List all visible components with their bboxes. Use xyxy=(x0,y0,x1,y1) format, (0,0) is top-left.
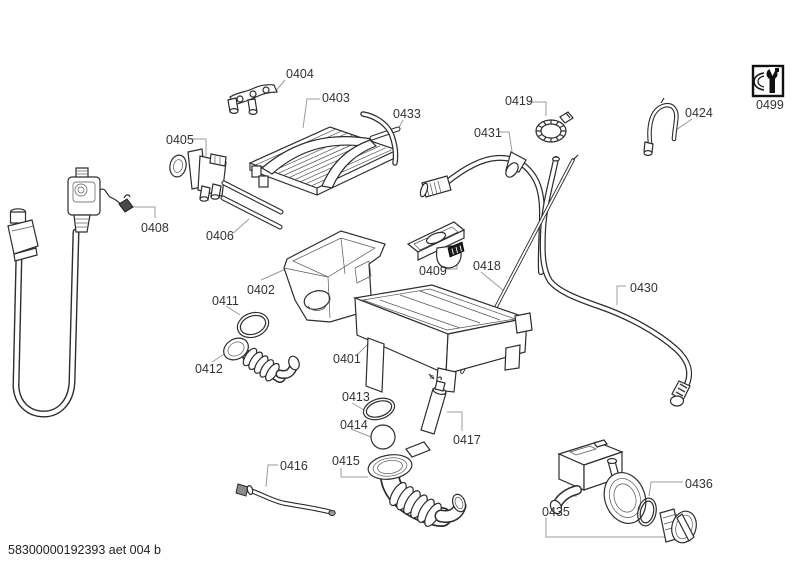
part-0404-drawing xyxy=(227,84,278,115)
part-0419-drawing xyxy=(535,111,574,143)
part-label-0435: 0435 xyxy=(542,505,570,519)
part-0416-drawing xyxy=(235,483,336,517)
service-icon-box xyxy=(751,64,785,98)
leader-0416 xyxy=(265,464,278,488)
part-label-0415: 0415 xyxy=(332,454,360,468)
leader-0431 xyxy=(498,131,514,159)
part-0413-drawing xyxy=(362,397,396,421)
leader-0406 xyxy=(230,218,250,236)
part-label-0499: 0499 xyxy=(756,98,784,112)
part-label-0430: 0430 xyxy=(630,281,658,295)
part-label-0433: 0433 xyxy=(393,107,421,121)
part-label-0408: 0408 xyxy=(141,221,169,235)
leader-0405 xyxy=(190,138,207,156)
part-label-0404: 0404 xyxy=(286,67,314,81)
leader-0418 xyxy=(480,271,505,292)
leader-0411 xyxy=(225,305,241,316)
part-0403-drawing xyxy=(248,126,401,196)
part-0411-drawing xyxy=(236,311,270,339)
leader-0424 xyxy=(675,118,693,131)
leader-0414 xyxy=(350,428,372,438)
part-label-0413: 0413 xyxy=(342,390,370,404)
leader-0408 xyxy=(132,206,156,218)
part-0406-drawing xyxy=(220,180,284,230)
part-0430-drawing xyxy=(539,156,693,407)
leader-0436 xyxy=(648,481,683,497)
part-label-0417: 0417 xyxy=(453,433,481,447)
leader-0415 xyxy=(340,468,368,478)
part-0433-drawing xyxy=(360,111,399,166)
part-label-0406: 0406 xyxy=(206,229,234,243)
leader-0417 xyxy=(447,411,463,431)
part-label-0431: 0431 xyxy=(474,126,502,140)
wrench-icon xyxy=(766,67,779,93)
part-0415-drawing xyxy=(367,441,467,527)
leader-0402 xyxy=(260,267,289,281)
part-label-0414: 0414 xyxy=(340,418,368,432)
leader-0430 xyxy=(616,285,626,305)
part-label-0409: 0409 xyxy=(419,264,447,278)
part-0412-drawing xyxy=(223,337,300,383)
part-label-0401: 0401 xyxy=(333,352,361,366)
part-0414-drawing xyxy=(370,424,396,450)
part-label-0411: 0411 xyxy=(212,294,239,308)
part-label-0416: 0416 xyxy=(280,459,308,473)
part-label-0436: 0436 xyxy=(685,477,713,491)
part-label-0419: 0419 xyxy=(505,94,533,108)
document-code: 58300000192393 aet 004 b xyxy=(8,543,161,557)
part-label-0403: 0403 xyxy=(322,91,350,105)
part-0401-drawing xyxy=(352,284,533,393)
part-0409-drawing xyxy=(406,221,466,269)
clamp-profile-inner xyxy=(757,75,765,88)
part-0405-drawing xyxy=(169,148,227,202)
leader-0403 xyxy=(302,98,320,129)
leader-0413 xyxy=(351,402,365,411)
part-label-0418: 0418 xyxy=(473,259,501,273)
leader-0401 xyxy=(356,343,369,356)
leader-0419 xyxy=(529,101,547,116)
part-label-0405: 0405 xyxy=(166,133,194,147)
part-label-0402: 0402 xyxy=(247,283,275,297)
clamp-profile-icon xyxy=(753,72,765,91)
part-0408-drawing xyxy=(7,167,134,418)
part-label-0412: 0412 xyxy=(195,362,223,376)
part-0424-drawing xyxy=(643,97,679,157)
part-labels: 0404 0403 0433 0419 0424 0499 0405 0431 … xyxy=(141,67,784,519)
part-0436-drawing xyxy=(637,497,697,544)
part-label-0424: 0424 xyxy=(685,106,713,120)
part-0417-drawing xyxy=(420,373,447,435)
part-0435-drawing xyxy=(549,439,647,524)
